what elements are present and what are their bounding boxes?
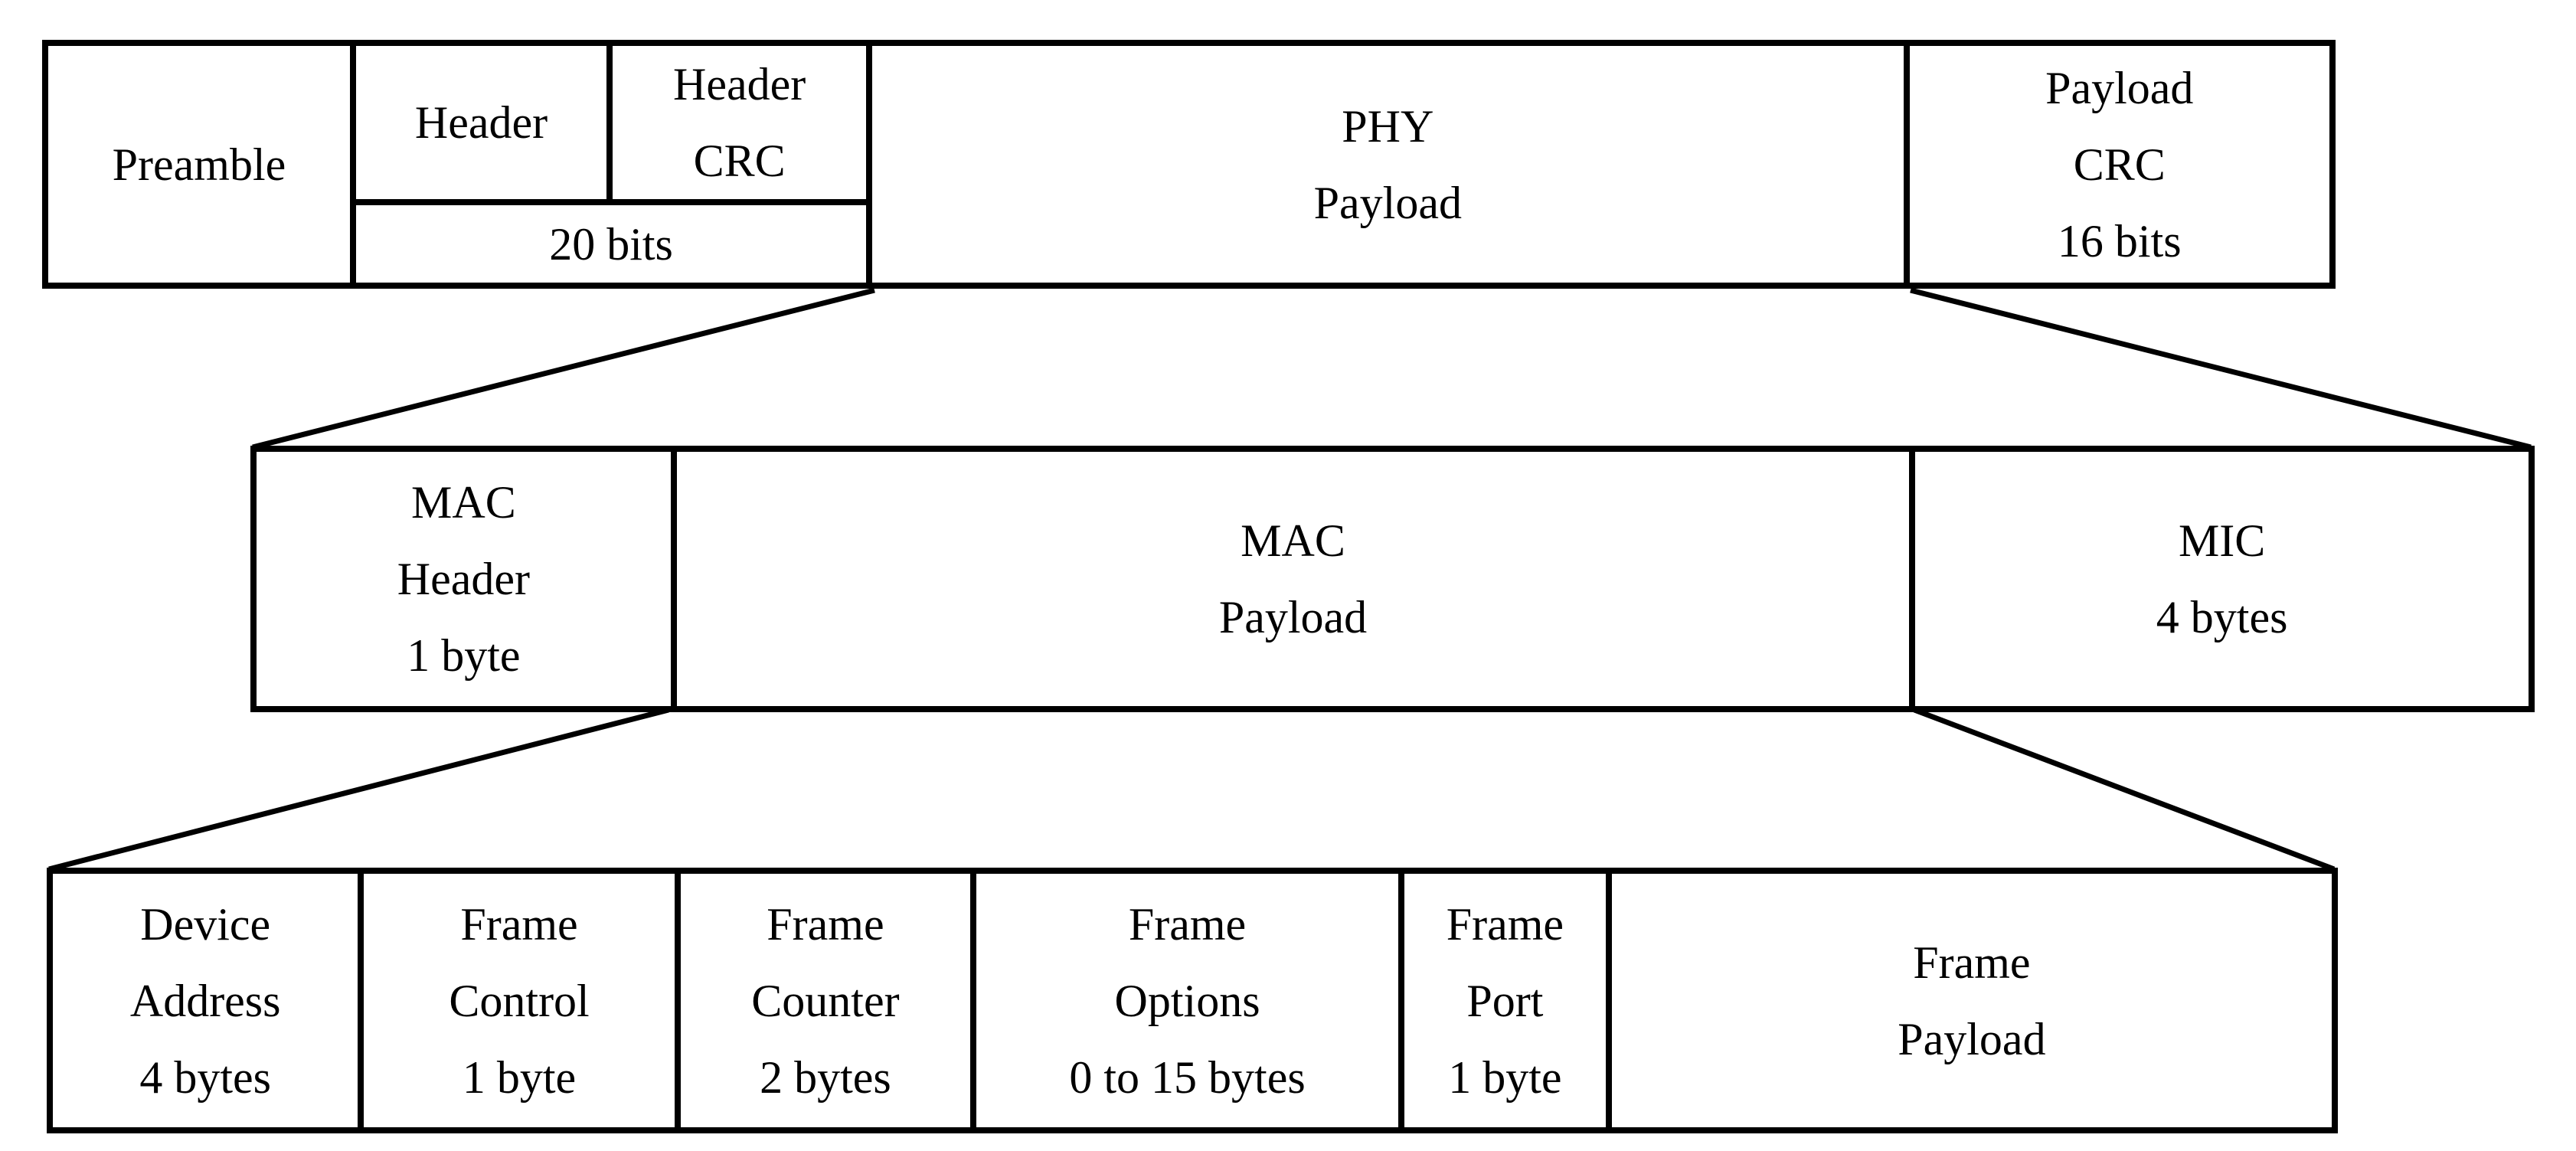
mac-header-label-line1: MAC <box>411 477 516 528</box>
phy-payload-label-line1: PHY <box>1342 100 1434 152</box>
mac-frame-row: MAC Header 1 byte MAC Payload MIC 4 byte… <box>250 446 2535 712</box>
mic-label: MIC <box>2178 515 2266 566</box>
cell-device-address: Device Address 4 bytes <box>53 874 358 1127</box>
connector-phy-to-mac-right <box>1910 287 2532 450</box>
mac-payload-label-line2: Payload <box>1218 592 1368 643</box>
frame-port-label-line2: Port <box>1466 975 1544 1026</box>
payload-crc-label-line1: Payload <box>2045 62 2194 113</box>
mac-header-label-line2: Header <box>397 554 530 604</box>
preamble-label: Preamble <box>112 139 286 190</box>
cell-frame-payload: Frame Payload <box>1605 874 2332 1127</box>
frame-counter-size-label: 2 bytes <box>760 1051 891 1103</box>
mic-size-label: 4 bytes <box>2156 592 2288 643</box>
frame-counter-label-line2: Counter <box>751 975 900 1026</box>
frame-options-size-label: 0 to 15 bytes <box>1069 1051 1306 1103</box>
connector-mac-to-frame-right <box>1913 707 2336 872</box>
frame-counter-label-line1: Frame <box>767 898 884 950</box>
cell-frame-control: Frame Control 1 byte <box>358 874 675 1127</box>
phy-header-subrow: Header Header CRC <box>355 46 867 199</box>
cell-frame-options: Frame Options 0 to 15 bytes <box>970 874 1398 1127</box>
frame-options-label-line2: Options <box>1114 975 1260 1026</box>
frame-control-label-line2: Control <box>449 975 590 1026</box>
phy-header-label: Header <box>414 97 548 148</box>
device-address-label-line1: Device <box>140 898 271 950</box>
cell-phy-header: Header <box>355 46 607 199</box>
phy-payload-label-line2: Payload <box>1313 177 1462 228</box>
cell-mac-header: MAC Header 1 byte <box>257 452 671 706</box>
cell-frame-port: Frame Port 1 byte <box>1398 874 1606 1127</box>
payload-crc-size-label: 16 bits <box>2057 215 2182 266</box>
header-size-label: 20 bits <box>549 218 673 270</box>
connector-phy-to-mac-left <box>252 287 875 450</box>
mac-header-size-label: 1 byte <box>407 630 521 681</box>
payload-crc-label-line2: CRC <box>2073 139 2166 190</box>
frame-payload-label-line1: Frame <box>1913 937 2031 988</box>
frame-port-label-line1: Frame <box>1446 898 1564 950</box>
phy-header-group: Header Header CRC 20 bits <box>349 46 873 283</box>
frame-control-size-label: 1 byte <box>462 1051 577 1103</box>
cell-header-crc: Header CRC <box>606 46 867 199</box>
device-address-label-line2: Address <box>129 975 281 1026</box>
cell-mac-payload: MAC Payload <box>670 452 1910 706</box>
frame-options-label-line1: Frame <box>1128 898 1247 950</box>
cell-preamble: Preamble <box>48 46 350 283</box>
header-crc-label-line1: Header <box>673 59 806 110</box>
cell-payload-crc: Payload CRC 16 bits <box>1903 46 2330 283</box>
cell-frame-counter: Frame Counter 2 bytes <box>674 874 971 1127</box>
header-crc-label-line2: CRC <box>693 136 786 186</box>
frame-port-size-label: 1 byte <box>1448 1051 1562 1103</box>
cell-phy-payload: PHY Payload <box>872 46 1904 283</box>
mac-payload-label-line1: MAC <box>1241 515 1345 566</box>
cell-mic: MIC 4 bytes <box>1909 452 2529 706</box>
phy-frame-row: Preamble Header Header CRC 20 bits PHY P… <box>42 40 2336 289</box>
device-address-size-label: 4 bytes <box>139 1051 272 1103</box>
frame-control-label-line1: Frame <box>460 898 578 950</box>
frame-payload-label-line2: Payload <box>1898 1013 2046 1064</box>
connector-mac-to-frame-left <box>48 707 669 872</box>
app-frame-row: Device Address 4 bytes Frame Control 1 b… <box>47 868 2338 1133</box>
cell-header-size: 20 bits <box>355 199 867 283</box>
